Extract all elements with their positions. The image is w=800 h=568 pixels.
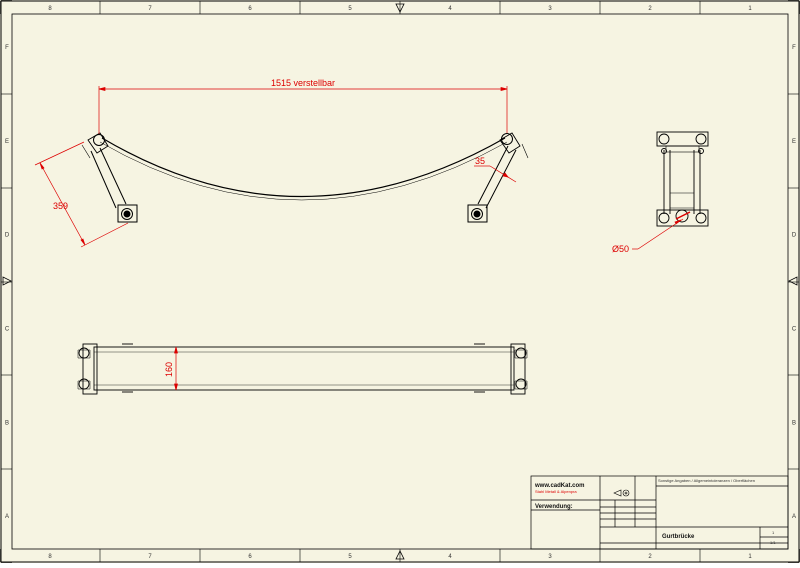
zone-label-row: D xyxy=(5,233,10,239)
zone-label-column: 3 xyxy=(548,554,552,560)
title-block-drawing-title: Gurtbrücke xyxy=(662,534,695,540)
zone-label-row: D xyxy=(792,233,797,239)
zone-label-column: 2 xyxy=(648,6,652,12)
zone-label-column: 5 xyxy=(348,6,352,12)
zone-label-column: 1 xyxy=(748,554,752,560)
zone-label-column: 8 xyxy=(48,554,52,560)
projection-symbol-icon xyxy=(613,489,630,497)
center-mark-bottom xyxy=(395,550,405,560)
zone-label-row: A xyxy=(792,514,796,520)
top-view xyxy=(77,343,528,395)
title-block-usage-label: Verwendung: xyxy=(535,504,573,510)
zone-label-column: 7 xyxy=(148,6,152,12)
zone-label-column: 2 xyxy=(648,554,652,560)
dimension-diameter-leader xyxy=(632,218,684,250)
side-view xyxy=(656,131,709,227)
zone-label-column: 6 xyxy=(248,6,252,12)
front-view xyxy=(81,132,529,223)
zone-label-row: B xyxy=(5,420,9,426)
title-block-website-sub: Stahl Metall & Alpenpra xyxy=(535,489,577,494)
center-mark-top xyxy=(395,3,405,13)
title-block-website: www.cadKat.com xyxy=(534,483,584,489)
dimension-lines-top xyxy=(174,346,178,391)
title-block-sheet-total: 1/1 xyxy=(770,540,776,545)
zone-label-column: 8 xyxy=(48,6,52,12)
zone-label-row: B xyxy=(792,420,796,426)
zone-label-row: C xyxy=(792,326,797,332)
dimension-lines-front xyxy=(34,86,517,248)
zone-label-row: A xyxy=(5,514,9,520)
zone-label-row: F xyxy=(5,45,9,51)
zone-label-column: 4 xyxy=(448,6,452,12)
zone-label-column: 6 xyxy=(248,554,252,560)
dimension-diameter: Ø50 xyxy=(612,244,629,254)
zone-label-row: F xyxy=(792,45,796,51)
title-block-sheet-number: 1 xyxy=(772,530,775,535)
zone-label-column: 4 xyxy=(448,554,452,560)
zone-label-column: 3 xyxy=(548,6,552,12)
center-mark-left xyxy=(2,276,12,286)
zone-label-row: E xyxy=(792,139,796,145)
center-mark-right xyxy=(788,276,798,286)
zone-label-row: E xyxy=(5,139,9,145)
dimension-span: 1515 verstellbar xyxy=(271,78,335,88)
sheet-inner-border xyxy=(11,13,789,550)
dimension-arm-width: 35 xyxy=(475,156,485,166)
title-block-header: Sonstige Angaben / Allgemeintoleranzen /… xyxy=(658,478,755,483)
dimension-arm-length: 359 xyxy=(53,201,68,211)
zone-label-column: 5 xyxy=(348,554,352,560)
zone-label-column: 7 xyxy=(148,554,152,560)
zone-label-row: C xyxy=(5,326,10,332)
title-block xyxy=(530,475,789,550)
dimension-height: 160 xyxy=(164,362,174,377)
zone-label-column: 1 xyxy=(748,6,752,12)
